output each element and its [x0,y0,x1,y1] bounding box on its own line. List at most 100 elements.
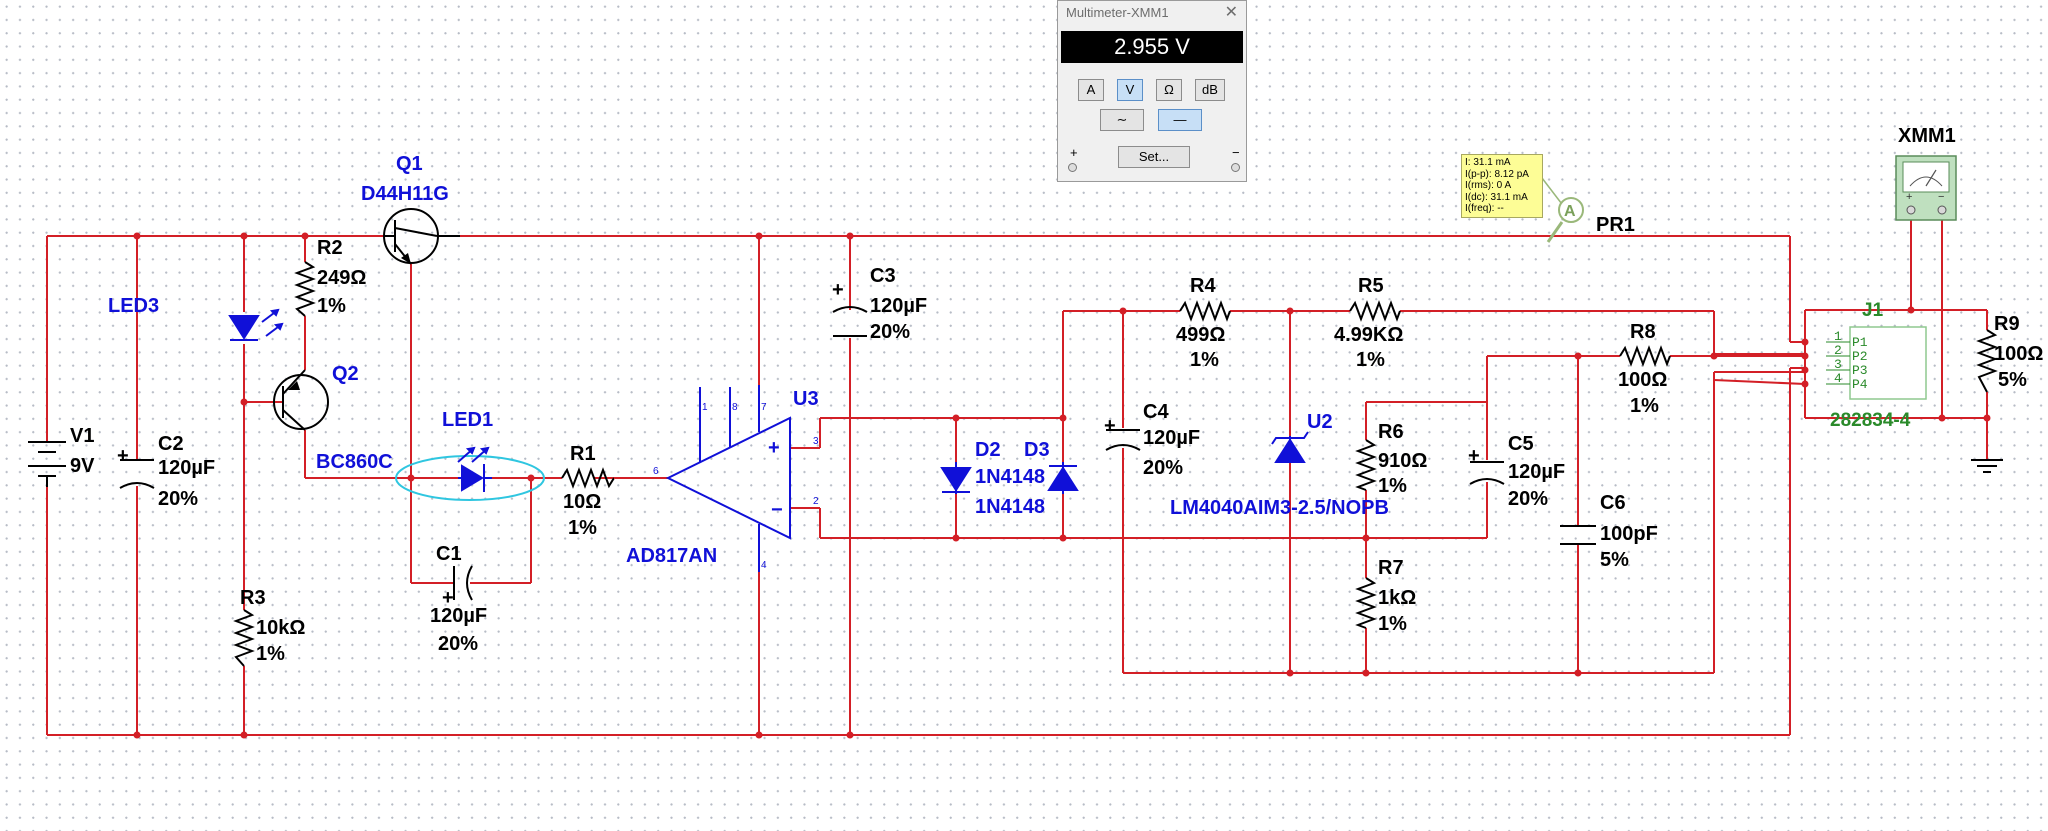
probe-readout-line: I: 31.1 mA [1465,157,1511,168]
zener-u2[interactable]: U2 LM4040AIM3-2.5/NOPB [1170,411,1389,519]
plus-terminal-label: + [1070,145,1078,160]
capacitor-c2[interactable]: + C2 120µF 20% [117,433,215,510]
r4-tol: 1% [1190,349,1219,371]
r6-name: R6 [1378,421,1404,443]
close-icon[interactable]: ✕ [1224,4,1238,21]
led-led3[interactable]: LED3 [108,295,284,341]
c5-plus: + [1468,445,1480,467]
capacitor-c3[interactable]: + C3 120µF 20% [832,265,927,343]
r4-name: R4 [1190,275,1216,297]
resistor-r1[interactable]: R1 10Ω 1% [561,443,668,539]
u3-plus: + [768,437,780,459]
mode-ampere-button[interactable]: A [1078,79,1104,101]
resistor-r9[interactable]: R9 100Ω 5% [1976,313,2043,393]
resistor-r7[interactable]: R7 1kΩ 1% [1355,557,1416,635]
multimeter-window[interactable]: Multimeter-XMM1 ✕ 2.955 V A V Ω dB ∼ — S… [1057,0,1247,182]
c1-value: 120µF [430,605,487,627]
led-led1[interactable]: LED1 [395,409,545,501]
resistor-r8[interactable]: R8 100Ω 1% [1618,321,1671,417]
probe-pr1[interactable]: A PR1 [1541,177,1635,243]
plus-terminal[interactable] [1068,163,1077,172]
dc-mode-button[interactable]: — [1158,109,1202,131]
resistor-r6[interactable]: R6 910Ω 1% [1355,421,1427,497]
ac-mode-button[interactable]: ∼ [1100,109,1144,131]
q2-part: BC860C [316,451,393,473]
minus-terminal-label: − [1232,145,1240,160]
probe-name: PR1 [1596,214,1635,236]
r6-tol: 1% [1378,475,1407,497]
led3-name: LED3 [108,295,159,317]
j1-pin-1: 1 [1834,329,1842,344]
capacitor-c1[interactable]: C1 + 120µF 20% [430,543,487,655]
capacitor-c5[interactable]: + C5 120µF 20% [1468,433,1565,510]
u3-name: U3 [793,388,819,410]
q2-name: Q2 [332,363,359,385]
settings-button[interactable]: Set... [1118,146,1190,168]
xmm1-plus: + [1906,191,1912,203]
j1-p2: P2 [1852,349,1868,364]
mode-db-button[interactable]: dB [1195,79,1225,101]
c1-plus: + [442,587,454,609]
multimeter-display: 2.955 V [1061,31,1243,63]
c1-name: C1 [436,543,462,565]
selection-ellipse [395,455,545,501]
u3-pin-7: 7 [761,402,767,413]
j1-p1: P1 [1852,335,1868,350]
mode-volt-button[interactable]: V [1117,79,1143,101]
resistor-r4[interactable]: R4 499Ω 1% [1176,275,1231,371]
capacitor-c6[interactable]: C6 100pF 5% [1560,492,1658,571]
c3-value: 120µF [870,295,927,317]
d2-name: D2 [975,439,1001,461]
r6-value: 910Ω [1378,450,1427,472]
resistor-r2[interactable]: R2 249Ω 1% [294,237,366,317]
diode-d2[interactable]: D2 1N4148 [940,439,1045,494]
diode-d3[interactable]: D3 1N4148 [975,439,1079,518]
resistor-r5[interactable]: R5 4.99KΩ 1% [1334,275,1403,371]
d2-part: 1N4148 [975,466,1045,488]
r7-name: R7 [1378,557,1404,579]
u3-pin-3: 3 [813,436,819,447]
minus-terminal[interactable] [1231,163,1240,172]
resistor-r3[interactable]: R3 10kΩ 1% [233,587,305,667]
c2-tol: 20% [158,488,198,510]
c3-tol: 20% [870,321,910,343]
c5-name: C5 [1508,433,1534,455]
c4-name: C4 [1143,401,1169,423]
r9-tol: 5% [1998,369,2027,391]
v1-value: 9V [70,455,95,477]
d3-name: D3 [1024,439,1050,461]
u2-part: LM4040AIM3-2.5/NOPB [1170,497,1389,519]
mode-ohm-button[interactable]: Ω [1156,79,1182,101]
r9-value: 100Ω [1994,343,2043,365]
probe-readout-line: I(freq): -- [1465,203,1504,214]
u3-pin-1: 1 [702,402,708,413]
u3-pin-4: 4 [761,560,767,571]
transistor-q2[interactable]: Q2 BC860C [273,363,393,473]
q1-name: Q1 [396,153,423,175]
u2-name: U2 [1307,411,1333,433]
ammeter-probe-icon[interactable] [1558,197,1584,223]
multimeter-title: Multimeter-XMM1 [1066,5,1169,20]
opamp-u3[interactable]: + − 1 8 7 3 2 6 4 U3 AD817AN [626,385,819,572]
r5-value: 4.99KΩ [1334,324,1403,346]
c6-name: C6 [1600,492,1626,514]
c4-tol: 20% [1143,457,1183,479]
multimeter-xmm1-symbol[interactable]: + − XMM1 [1895,125,1957,221]
u3-pin-8: 8 [732,402,738,413]
j1-pin-3: 3 [1834,357,1842,372]
j1-part: 282834-4 [1830,410,1911,431]
c4-plus: + [1104,415,1116,437]
probe-readout-line: I(p-p): 8.12 pA [1465,168,1529,180]
j1-pin-2: 2 [1834,343,1842,358]
xmm1-name: XMM1 [1898,125,1956,147]
transistor-q1[interactable]: Q1 D44H11G [361,153,460,265]
j1-pin-4: 4 [1834,371,1842,386]
c3-name: C3 [870,265,896,287]
r9-name: R9 [1994,313,2020,335]
q1-part: D44H11G [361,183,449,205]
capacitor-c4[interactable]: + C4 120µF 20% [1104,401,1200,479]
battery-v1[interactable]: V1 9V [28,425,95,487]
connector-j1[interactable]: 1 2 3 4 P1 P2 P3 P4 J1 282834-4 [1826,300,1927,431]
u3-part: AD817AN [626,545,717,567]
